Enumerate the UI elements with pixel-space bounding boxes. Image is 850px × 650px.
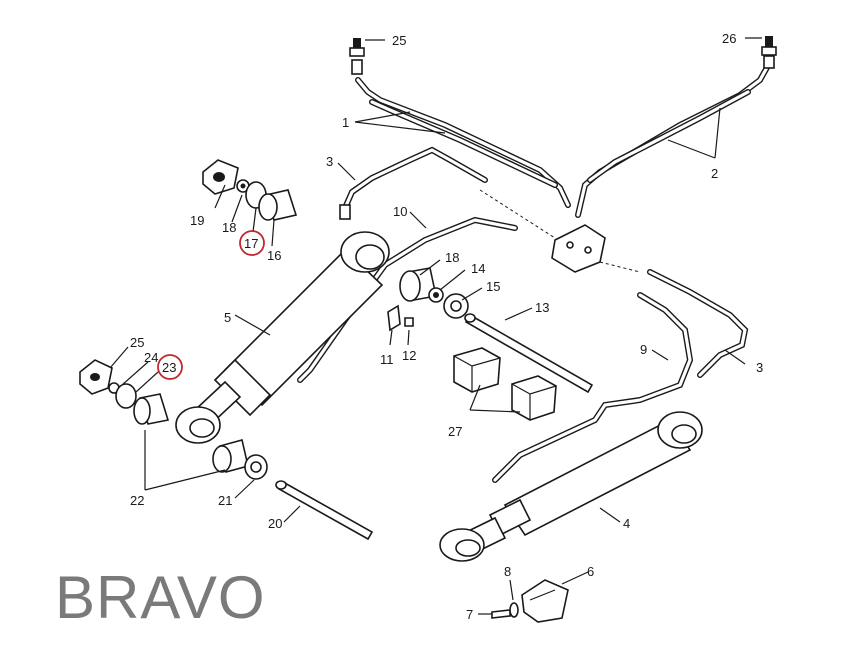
callout-21: 21 <box>218 493 232 508</box>
fitting-26-left <box>351 59 363 75</box>
hose-1 <box>349 38 571 208</box>
bracket-11 <box>387 304 401 332</box>
callout-9: 9 <box>640 342 647 357</box>
pin-13 <box>464 313 594 394</box>
line-9 <box>492 292 694 483</box>
washer-15 <box>443 293 469 319</box>
callout-17: 17 <box>244 236 258 251</box>
mount-19 <box>202 159 239 195</box>
callout-18-right: 18 <box>445 250 459 265</box>
callout-10: 10 <box>393 204 407 219</box>
callout-2: 2 <box>711 166 718 181</box>
leader-lines <box>109 37 762 615</box>
line-10 <box>297 216 518 383</box>
callout-12: 12 <box>402 348 416 363</box>
pin-20 <box>275 480 374 541</box>
screw-12 <box>404 317 414 327</box>
trim-cylinder-5 <box>175 231 390 444</box>
callout-16: 16 <box>267 248 281 263</box>
callout-25: 25 <box>130 335 144 350</box>
bushing-16 <box>258 189 298 221</box>
highlight-ring-23 <box>157 354 183 380</box>
callout-26-right: 26 <box>722 31 736 46</box>
callout-5: 5 <box>224 310 231 325</box>
washer-8 <box>509 602 519 618</box>
brand-label: BRAVO <box>55 564 266 631</box>
anode-block-27 <box>453 347 557 421</box>
bushing-18-right <box>399 267 437 302</box>
callout-14: 14 <box>471 261 485 276</box>
washer-23 <box>115 383 137 409</box>
callout-23: 23 <box>162 360 176 375</box>
callout-19: 19 <box>190 213 204 228</box>
callout-6: 6 <box>587 564 594 579</box>
washer-21 <box>244 454 268 480</box>
mount-25 <box>79 359 113 395</box>
manifold-block <box>479 189 641 273</box>
trim-cylinder-4 <box>439 411 703 562</box>
callout-15: 15 <box>486 279 500 294</box>
callout-20: 20 <box>268 516 282 531</box>
fitting-26-right <box>763 55 775 69</box>
hose-2 <box>575 36 777 218</box>
callout-3-upper: 3 <box>326 154 333 169</box>
bushing-22-upper <box>133 393 170 425</box>
callout-labels: 25 26 1 2 3 3 4 5 6 7 8 9 10 11 12 13 14… <box>130 31 763 622</box>
callout-24: 24 <box>144 350 158 365</box>
callout-7: 7 <box>466 607 473 622</box>
highlight-ring-17 <box>239 230 265 256</box>
hose-3-upper <box>339 146 488 220</box>
callout-1: 1 <box>342 115 349 130</box>
hose-3-lower <box>647 269 749 378</box>
callout-18-left: 18 <box>222 220 236 235</box>
callout-13: 13 <box>535 300 549 315</box>
screw-7 <box>491 609 511 619</box>
callout-11: 11 <box>380 352 394 367</box>
callout-8: 8 <box>504 564 511 579</box>
callout-27: 27 <box>448 424 462 439</box>
clip-6 <box>521 579 569 623</box>
bushing-22-lower <box>212 439 249 473</box>
callout-26-left: 25 <box>392 33 406 48</box>
callout-22: 22 <box>130 493 144 508</box>
washer-14 <box>428 287 444 303</box>
callout-3-lower: 3 <box>756 360 763 375</box>
callout-4: 4 <box>623 516 630 531</box>
